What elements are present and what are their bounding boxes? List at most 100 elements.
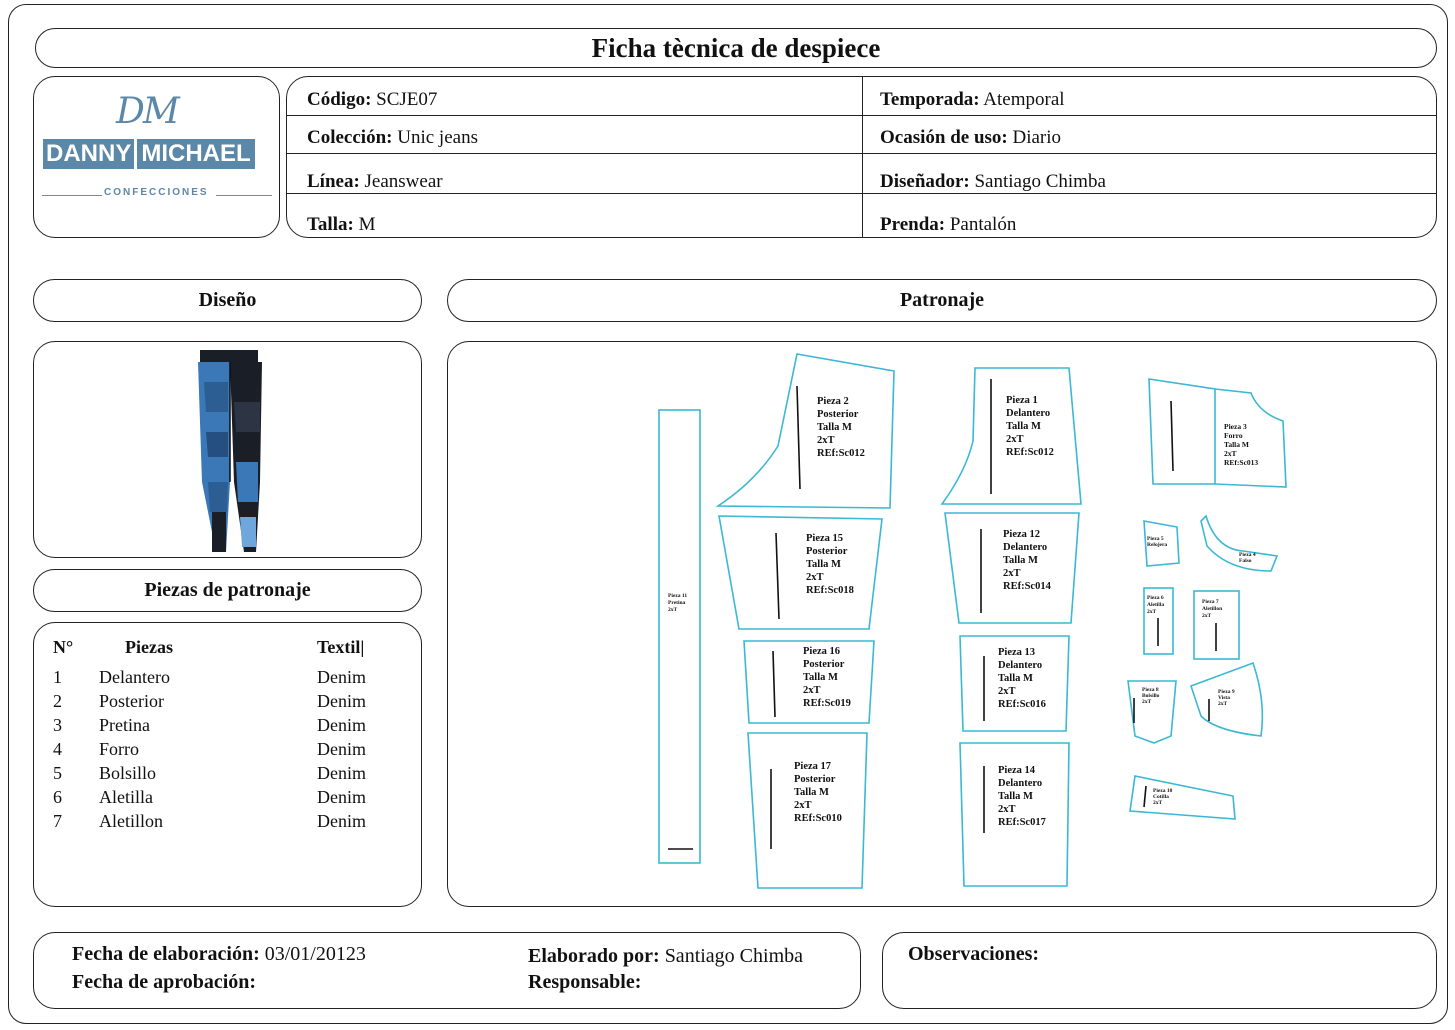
col-header-number: N° bbox=[53, 637, 74, 657]
pattern-piece-6 bbox=[1143, 587, 1174, 655]
pattern-piece-9 bbox=[1189, 661, 1264, 737]
pattern-label-line: 2xT bbox=[1006, 434, 1024, 445]
info-prenda: Prenda: Pantalón bbox=[880, 214, 1017, 235]
section-patronaje-header: Patronaje bbox=[447, 279, 1437, 322]
pattern-piece-1 bbox=[940, 367, 1082, 505]
fecha-aprobacion: Fecha de aprobación: bbox=[72, 971, 257, 993]
observaciones-label: Observaciones: bbox=[908, 943, 1040, 965]
pattern-piece-12 bbox=[944, 512, 1080, 624]
info-coleccion: Colección: Unic jeans bbox=[307, 127, 478, 148]
pattern-piece-13 bbox=[959, 635, 1070, 732]
pattern-label-line: Pieza 16 bbox=[803, 646, 840, 657]
pattern-label-line: Aletillon bbox=[1202, 606, 1222, 612]
pattern-label-line: Talla M bbox=[1006, 421, 1041, 432]
pattern-label-line: Posterior bbox=[794, 774, 836, 785]
pattern-label-line: 2xT bbox=[1218, 701, 1228, 707]
section-piezas-header: Piezas de patronaje bbox=[33, 569, 422, 612]
row-number: 5 bbox=[53, 763, 62, 783]
pattern-label-line: REf:Sc017 bbox=[998, 817, 1046, 828]
pieces-table-header: N° Piezas Textil| bbox=[53, 637, 397, 667]
pattern-label-line: REf:Sc019 bbox=[803, 698, 851, 709]
pattern-label-line: REf:Sc012 bbox=[817, 448, 865, 459]
pattern-label-line: Pieza 13 bbox=[998, 647, 1035, 658]
pattern-label-line: Pieza 15 bbox=[806, 533, 843, 544]
pattern-label-line: Delantero bbox=[1006, 408, 1050, 419]
pattern-label-line: 2xT bbox=[1224, 449, 1237, 458]
pattern-label-line: REf:Sc012 bbox=[1006, 447, 1054, 458]
pattern-label-line: Vista bbox=[1218, 695, 1230, 701]
pattern-label-line: 2xT bbox=[1153, 800, 1163, 806]
row-textile: Denim bbox=[317, 667, 366, 687]
pattern-piece-7 bbox=[1193, 590, 1240, 660]
info-linea: Línea: Jeanswear bbox=[307, 171, 443, 192]
row-textile: Denim bbox=[317, 811, 366, 831]
row-piece: Aletillon bbox=[99, 811, 163, 831]
pattern-label-line: 2xT bbox=[998, 804, 1016, 815]
pattern-label-line: Talla M bbox=[803, 672, 838, 683]
jeans-illustration bbox=[198, 350, 262, 552]
row-number: 1 bbox=[53, 667, 62, 687]
logo-brand-left: DANNY bbox=[43, 139, 135, 169]
pattern-label-line: Talla M bbox=[1003, 555, 1038, 566]
pattern-label-line: Pieza 7 bbox=[1202, 599, 1219, 605]
pattern-label-line: Pieza 6 bbox=[1147, 595, 1164, 601]
pattern-label-line: Pieza 3 bbox=[1224, 422, 1247, 431]
pattern-label-line: Pretina bbox=[668, 600, 686, 606]
pattern-piece-2 bbox=[715, 353, 895, 509]
pattern-label-line: 2xT bbox=[1202, 613, 1212, 619]
row-number: 4 bbox=[53, 739, 62, 759]
pattern-label-line: Cotilla bbox=[1153, 794, 1169, 800]
row-textile: Denim bbox=[317, 691, 366, 711]
row-textile: Denim bbox=[317, 763, 366, 783]
pattern-piece-16 bbox=[743, 640, 875, 724]
pattern-label-line: Delantero bbox=[998, 660, 1042, 671]
pattern-piece-15 bbox=[718, 515, 883, 630]
pattern-piece-8 bbox=[1127, 680, 1177, 744]
logo-tagline-line-left bbox=[42, 195, 102, 196]
responsable: Responsable: bbox=[528, 971, 642, 993]
elaborado-por: Elaborado por: Santiago Chimba bbox=[528, 945, 804, 967]
col-header-textile: Textil| bbox=[317, 637, 365, 657]
footer-signatures: Fecha de elaboración: 03/01/20123 Fecha … bbox=[33, 932, 861, 1009]
info-col-divider bbox=[862, 77, 863, 237]
pattern-label-line: REf:Sc014 bbox=[1003, 581, 1052, 592]
pattern-label-line: Delantero bbox=[998, 778, 1042, 789]
row-piece: Delantero bbox=[99, 667, 170, 687]
pattern-piece-5 bbox=[1143, 520, 1180, 567]
pattern-label-line: Posterior bbox=[817, 409, 859, 420]
row-number: 3 bbox=[53, 715, 62, 735]
design-panel bbox=[33, 341, 422, 558]
logo-tagline: CONFECCIONES bbox=[104, 187, 209, 198]
brand-logo: DM DANNY MICHAEL CONFECCIONES bbox=[33, 76, 280, 238]
pattern-piece-4 bbox=[1200, 514, 1279, 572]
pattern-label-line: Posterior bbox=[806, 546, 848, 557]
pattern-label-line: Posterior bbox=[803, 659, 845, 670]
pattern-label-line: Pieza 11 bbox=[668, 593, 687, 599]
pattern-label-line: Pieza 14 bbox=[998, 765, 1036, 776]
pattern-label-line: Pieza 2 bbox=[817, 396, 849, 407]
row-number: 7 bbox=[53, 811, 62, 831]
pattern-label-line: Talla M bbox=[998, 791, 1033, 802]
row-textile: Denim bbox=[317, 787, 366, 807]
row-piece: Bolsillo bbox=[99, 763, 157, 783]
info-disenador: Diseñador: Santiago Chimba bbox=[880, 171, 1106, 192]
info-grid: Código: SCJE07 Colección: Unic jeans Lín… bbox=[286, 76, 1437, 238]
pattern-label-line: Pieza 1 bbox=[1006, 395, 1038, 406]
pattern-label-line: REf:Sc018 bbox=[806, 585, 854, 596]
pattern-label-line: 2xT bbox=[806, 572, 824, 583]
section-diseno-header: Diseño bbox=[33, 279, 422, 322]
pattern-piece-3 bbox=[1148, 378, 1216, 485]
row-piece: Forro bbox=[99, 739, 139, 759]
